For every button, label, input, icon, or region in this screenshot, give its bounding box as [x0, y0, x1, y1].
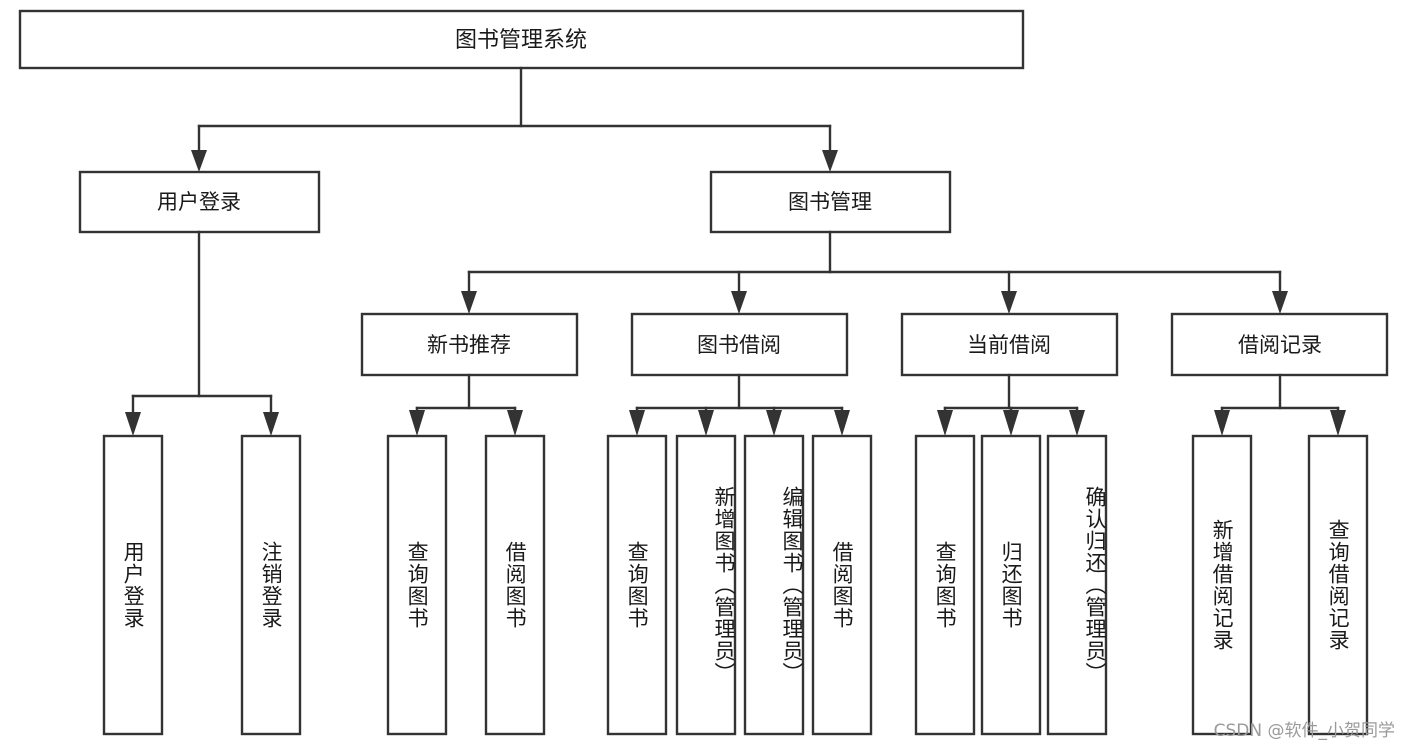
arrow-head-icon: [461, 291, 477, 314]
arrow-head-icon: [1214, 410, 1230, 436]
leaf-box-add-record[interactable]: [1191, 434, 1253, 736]
node-current-borrow-box[interactable]: [900, 312, 1119, 377]
node-book-borrow-box[interactable]: [630, 312, 849, 377]
node-borrow-record-label: 借阅记录: [1238, 333, 1322, 357]
node-borrow-record-box[interactable]: [1170, 312, 1389, 377]
node-book-borrow[interactable]: 图书借阅: [630, 312, 849, 377]
leaf-box-query-book-2[interactable]: [606, 434, 668, 736]
arrow-head-icon: [937, 410, 953, 436]
arrow-head-icon: [263, 412, 279, 436]
leaf-box-return-book[interactable]: [980, 434, 1042, 736]
leaf-box-logout-login[interactable]: [240, 434, 302, 736]
node-user-login-label: 用户登录: [157, 190, 241, 214]
leaf-box-add-book[interactable]: [675, 434, 737, 736]
node-new-book-recommend-box[interactable]: [360, 312, 579, 377]
node-book-management-label: 图书管理: [788, 190, 872, 214]
arrow-head-icon: [1330, 410, 1346, 436]
arrow-head-icon: [1001, 291, 1017, 314]
arrow-head-icon: [1069, 410, 1085, 436]
arrow-head-icon: [731, 291, 747, 314]
node-current-borrow-label: 当前借阅: [967, 333, 1051, 357]
node-book-borrow-label: 图书借阅: [697, 333, 781, 357]
node-new-book-recommend[interactable]: 新书推荐: [360, 312, 579, 377]
leaf-box-query-book-3[interactable]: [914, 434, 976, 736]
leaf-box-edit-book[interactable]: [743, 434, 805, 736]
node-book-management-box[interactable]: [709, 170, 952, 234]
leaf-box-user-login[interactable]: [102, 434, 164, 736]
node-book-management[interactable]: 图书管理: [709, 170, 952, 234]
node-current-borrow[interactable]: 当前借阅: [900, 312, 1119, 377]
leaf-box-query-book-1[interactable]: [386, 434, 448, 736]
arrow-head-icon: [507, 410, 523, 436]
leaf-box-borrow-book-1[interactable]: [484, 434, 546, 736]
arrow-head-icon: [191, 150, 207, 172]
arrow-head-icon: [698, 410, 714, 436]
arrow-head-icon: [409, 410, 425, 436]
node-new-book-recommend-label: 新书推荐: [427, 333, 511, 357]
arrow-head-icon: [1003, 410, 1019, 436]
watermark-text: CSDN @软件_小贺同学: [1213, 721, 1395, 741]
leaf-box-borrow-book-2[interactable]: [811, 434, 873, 736]
arrow-head-icon: [125, 412, 141, 436]
node-user-login[interactable]: 用户登录: [78, 170, 321, 234]
arrow-head-icon: [822, 150, 838, 172]
node-root-box[interactable]: [18, 9, 1025, 70]
node-root[interactable]: 图书管理系统: [18, 9, 1025, 70]
leaf-box-confirm-return[interactable]: [1046, 434, 1108, 736]
leaf-box-query-record[interactable]: [1307, 434, 1369, 736]
arrow-head-icon: [766, 410, 782, 436]
node-borrow-record[interactable]: 借阅记录: [1170, 312, 1389, 377]
node-root-label: 图书管理系统: [455, 28, 587, 53]
arrow-head-icon: [834, 410, 850, 436]
arrow-head-icon: [629, 410, 645, 436]
arrow-head-icon: [1272, 291, 1288, 314]
